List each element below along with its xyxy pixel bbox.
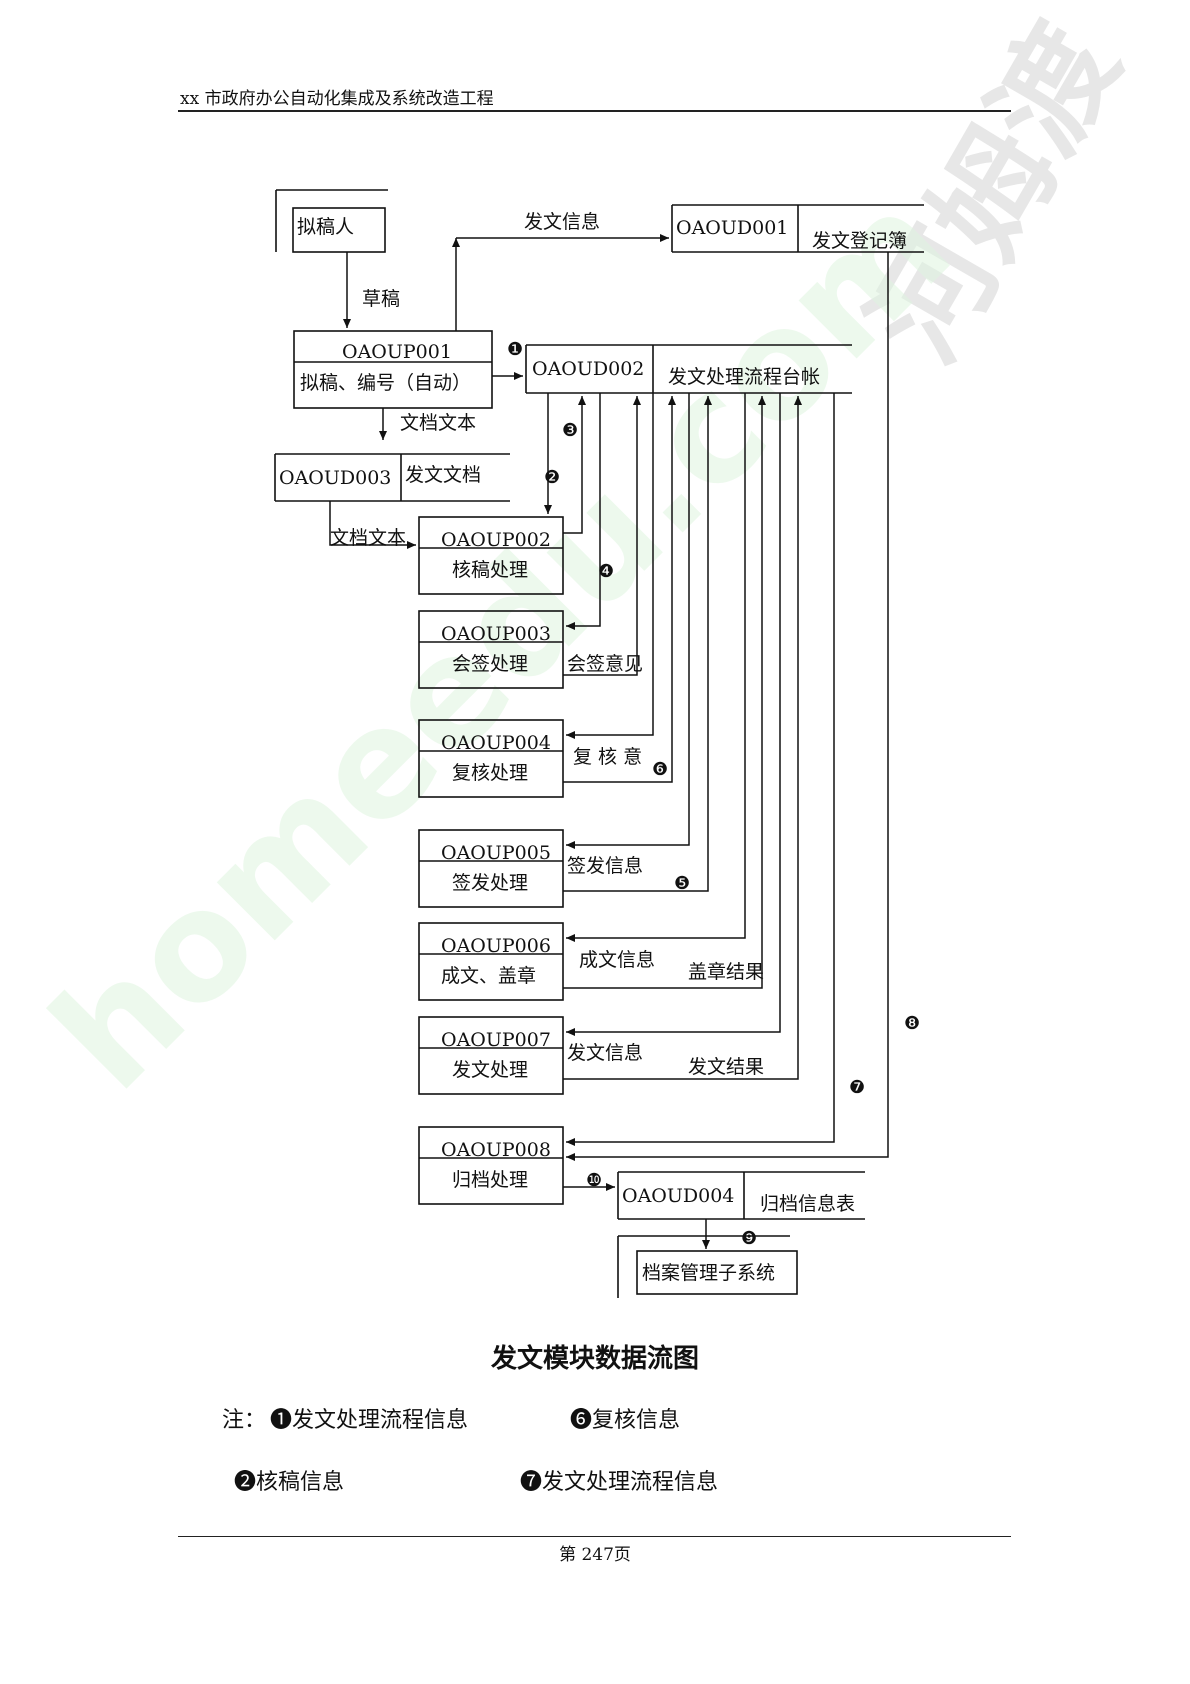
flow-doc-text-2-label: 文档文本	[330, 527, 406, 549]
oaoup004-label: 复核处理	[452, 762, 528, 784]
footer-rule	[178, 1536, 1011, 1537]
page-number: 第 247页	[559, 1545, 631, 1565]
oaoup005-id: OAOUP005	[441, 842, 551, 864]
note-6: ❻复核信息	[570, 1408, 681, 1433]
marker-1: ❶	[507, 339, 523, 360]
marker-9: ❾	[741, 1228, 757, 1249]
drafter-label: 拟稿人	[297, 216, 354, 238]
diagram-title: 发文模块数据流图	[490, 1344, 699, 1374]
drafter-entity-edge	[275, 189, 388, 252]
process-oaoup007	[418, 1016, 564, 1095]
flow-send-info-2-label: 发文信息	[567, 1042, 643, 1064]
note-2: ❷核稿信息	[234, 1470, 345, 1495]
archive-entity-edge	[617, 1235, 790, 1298]
process-oaoup008	[418, 1126, 564, 1205]
flow-draft-label: 草稿	[362, 288, 400, 310]
marker-10: ❿	[586, 1170, 602, 1191]
process-oaoup006	[418, 922, 564, 1001]
oaoup002-label: 核稿处理	[452, 559, 528, 581]
oaoup007-id: OAOUP007	[441, 1029, 551, 1051]
node-labels: 拟稿人 OAOUP001 拟稿、编号（自动） OAOUD001 发文登记簿 OA…	[279, 216, 907, 1284]
flow-sign-info-label: 签发信息	[567, 855, 643, 877]
store-oaoud001	[671, 204, 924, 253]
store-oaoud003	[274, 453, 510, 502]
oaoup007-label: 发文处理	[452, 1059, 528, 1081]
oaoud002-id: OAOUD002	[532, 358, 644, 380]
marker-7: ❼	[849, 1077, 865, 1098]
flow-review-label: 复 核 意	[573, 746, 642, 768]
oaoup002-id: OAOUP002	[441, 529, 551, 551]
oaoup006-id: OAOUP006	[441, 935, 551, 957]
oaoud003-id: OAOUD003	[279, 467, 391, 489]
flow-seal-result-label: 盖章结果	[688, 961, 764, 983]
oaoup004-id: OAOUP004	[441, 732, 551, 754]
drafter-entity	[292, 207, 386, 253]
archive-entity	[636, 1250, 798, 1295]
store-oaoud004	[617, 1171, 865, 1220]
oaoud001-label: 发文登记簿	[812, 230, 907, 252]
oaoud004-label: 归档信息表	[760, 1193, 855, 1215]
oaoup006-label: 成文、盖章	[441, 965, 536, 987]
flow-final-info-label: 成文信息	[579, 949, 655, 971]
oaoup001-id: OAOUP001	[342, 341, 452, 363]
oaoup005-label: 签发处理	[452, 872, 528, 894]
flow-doc-text-1-label: 文档文本	[400, 412, 476, 434]
flow-countersign-label: 会签意见	[567, 653, 643, 675]
oaoup001-label: 拟稿、编号（自动）	[300, 372, 471, 394]
process-oaoup003	[418, 610, 564, 689]
flow-markers: ❶ ❷ ❸ ❹ ❺ ❻ ❼ ❽ ❾ ❿	[507, 339, 920, 1249]
header-rule	[178, 110, 1011, 112]
oaoud002-label: 发文处理流程台帐	[668, 366, 820, 388]
notes-prefix: 注：	[222, 1408, 267, 1433]
marker-3: ❸	[562, 420, 578, 441]
process-oaoup002	[418, 516, 564, 595]
marker-6: ❻	[652, 759, 668, 780]
oaoup003-id: OAOUP003	[441, 623, 551, 645]
note-7: ❼发文处理流程信息	[520, 1470, 719, 1495]
flow-labels: 草稿 发文信息 文档文本 文档文本 会签意见 复 核 意 签发信息 成文信息 盖…	[330, 211, 764, 1078]
flow-lines	[329, 234, 889, 1249]
note-1: ❶发文处理流程信息	[270, 1408, 469, 1433]
marker-4: ❹	[598, 561, 614, 582]
oaoud003-label: 发文文档	[405, 464, 481, 486]
oaoud004-id: OAOUD004	[622, 1185, 734, 1207]
marker-5: ❺	[674, 873, 690, 894]
header-title: xx 市政府办公自动化集成及系统改造工程	[180, 89, 494, 109]
oaoud001-id: OAOUD001	[676, 217, 788, 239]
archive-sys-label: 档案管理子系统	[642, 1262, 775, 1284]
marker-2: ❷	[544, 467, 560, 488]
marker-8: ❽	[904, 1013, 920, 1034]
flow-send-result-label: 发文结果	[688, 1056, 764, 1078]
oaoup008-label: 归档处理	[452, 1169, 528, 1191]
oaoup008-id: OAOUP008	[441, 1139, 551, 1161]
process-oaoup001	[293, 330, 493, 409]
flow-send-info-label: 发文信息	[524, 211, 600, 233]
oaoup003-label: 会签处理	[452, 653, 528, 675]
process-oaoup004	[418, 719, 564, 798]
process-oaoup005	[418, 829, 564, 908]
